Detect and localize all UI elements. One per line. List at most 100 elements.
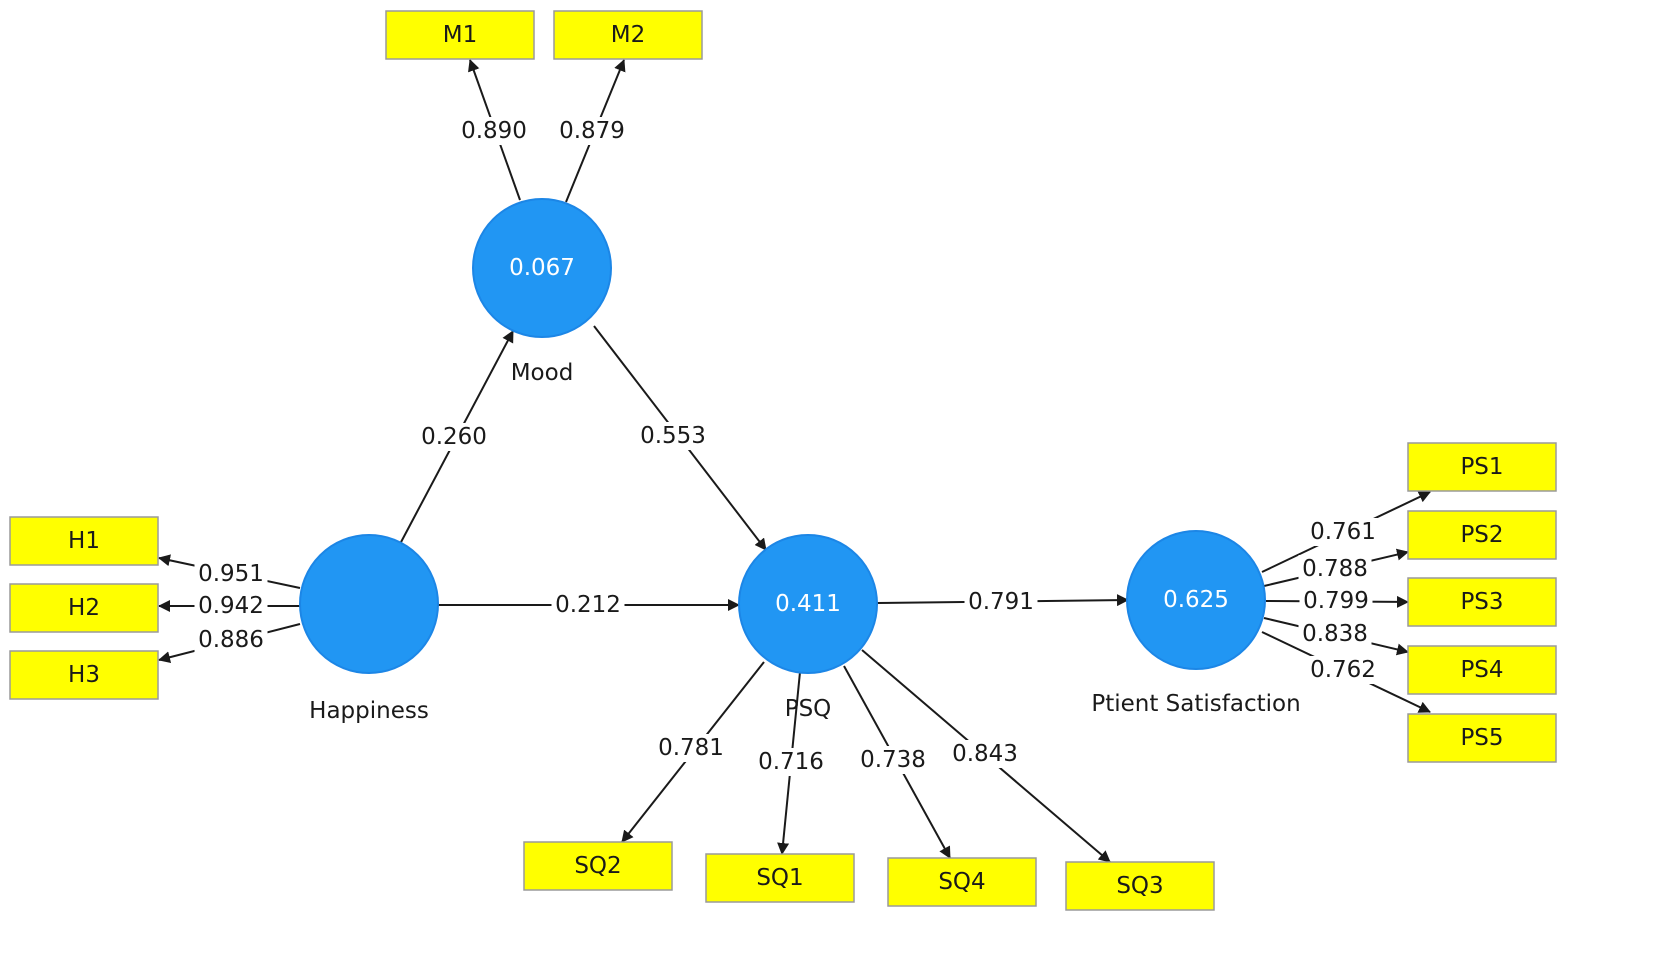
edge-label-group-mood-M1: 0.890 [457, 117, 531, 145]
indicator-PS3[interactable]: PS3 [1407, 577, 1557, 627]
edge-label-bg-psq-ptient_satisfaction [964, 588, 1038, 616]
edge-label-group-happiness-H2: 0.942 [194, 592, 268, 620]
indicator-box-M2[interactable] [553, 10, 703, 60]
edge-label-bg-ptient_satisfaction-PS3 [1299, 587, 1373, 615]
construct-circle-psq[interactable] [738, 534, 878, 674]
indicator-M1[interactable]: M1 [385, 10, 535, 60]
indicator-SQ4[interactable]: SQ4 [887, 857, 1037, 907]
indicator-box-H2[interactable] [9, 583, 159, 633]
edge-label-bg-ptient_satisfaction-PS5 [1306, 656, 1380, 684]
edge-label-ptient_satisfaction-PS2: 0.788 [1302, 556, 1368, 582]
construct-circle-ptient_satisfaction[interactable] [1126, 530, 1266, 670]
edge-label-psq-SQ3: 0.843 [952, 741, 1018, 767]
edge-label-group-happiness-H3: 0.886 [194, 626, 268, 654]
indicator-box-PS5[interactable] [1407, 713, 1557, 763]
indicator-PS1[interactable]: PS1 [1407, 442, 1557, 492]
edge-label-ptient_satisfaction-PS5: 0.762 [1310, 657, 1376, 683]
indicator-box-PS4[interactable] [1407, 645, 1557, 695]
edge-label-happiness-mood: 0.260 [421, 424, 487, 450]
edge-label-bg-mood-psq [636, 422, 710, 450]
indicator-M2[interactable]: M2 [553, 10, 703, 60]
indicator-box-H3[interactable] [9, 650, 159, 700]
edge-label-bg-psq-SQ2 [654, 734, 728, 762]
indicator-box-SQ3[interactable] [1065, 861, 1215, 911]
edge-label-bg-ptient_satisfaction-PS4 [1298, 620, 1372, 648]
construct-value-ptient_satisfaction: 0.625 [1163, 587, 1229, 613]
edge-label-psq-ptient_satisfaction: 0.791 [968, 589, 1034, 615]
indicator-box-SQ2[interactable] [523, 841, 673, 891]
edge-label-mood-M1: 0.890 [461, 118, 527, 144]
indicator-PS4[interactable]: PS4 [1407, 645, 1557, 695]
indicator-SQ1[interactable]: SQ1 [705, 853, 855, 903]
edge-label-group-happiness-H1: 0.951 [194, 560, 268, 588]
edge-label-bg-happiness-H1 [194, 560, 268, 588]
edge-label-bg-psq-SQ4 [856, 746, 930, 774]
construct-name-ptient_satisfaction: Ptient Satisfaction [1091, 691, 1300, 717]
indicator-H3[interactable]: H3 [9, 650, 159, 700]
edge-label-psq-SQ4: 0.738 [860, 747, 926, 773]
edge-label-happiness-H2: 0.942 [198, 593, 264, 619]
construct-circle-mood[interactable] [472, 198, 612, 338]
edge-label-mood-M2: 0.879 [559, 118, 625, 144]
indicator-label-SQ1: SQ1 [756, 865, 803, 891]
edge-label-bg-mood-M1 [457, 117, 531, 145]
indicator-H1[interactable]: H1 [9, 516, 159, 566]
construct-value-mood: 0.067 [509, 255, 575, 281]
edge-label-bg-happiness-psq [551, 591, 625, 619]
edge-label-ptient_satisfaction-PS1: 0.761 [1310, 519, 1376, 545]
edge-label-group-ptient_satisfaction-PS5: 0.762 [1306, 656, 1380, 684]
edge-label-group-ptient_satisfaction-PS2: 0.788 [1298, 555, 1372, 583]
indicator-box-M1[interactable] [385, 10, 535, 60]
edge-label-happiness-H1: 0.951 [198, 561, 264, 587]
indicator-box-PS2[interactable] [1407, 510, 1557, 560]
indicator-label-PS5: PS5 [1460, 725, 1503, 751]
indicator-box-PS3[interactable] [1407, 577, 1557, 627]
edge-label-ptient_satisfaction-PS3: 0.799 [1303, 588, 1369, 614]
edges-layer [158, 59, 1431, 863]
indicator-label-H1: H1 [68, 528, 100, 554]
edge-label-group-mood-psq: 0.553 [636, 422, 710, 450]
indicator-box-SQ1[interactable] [705, 853, 855, 903]
edge-label-group-psq-SQ4: 0.738 [856, 746, 930, 774]
indicator-PS2[interactable]: PS2 [1407, 510, 1557, 560]
indicator-label-M1: M1 [443, 22, 477, 48]
construct-circle-happiness[interactable] [299, 534, 439, 674]
indicator-H2[interactable]: H2 [9, 583, 159, 633]
edge-label-bg-happiness-H2 [194, 592, 268, 620]
indicator-box-PS1[interactable] [1407, 442, 1557, 492]
edge-label-psq-SQ1: 0.716 [758, 749, 824, 775]
edge-label-group-ptient_satisfaction-PS3: 0.799 [1299, 587, 1373, 615]
indicator-label-H2: H2 [68, 595, 100, 621]
edge-label-bg-happiness-H3 [194, 626, 268, 654]
edge-label-mood-psq: 0.553 [640, 423, 706, 449]
edge-label-bg-psq-SQ1 [754, 748, 828, 776]
construct-value-psq: 0.411 [775, 591, 841, 617]
indicator-PS5[interactable]: PS5 [1407, 713, 1557, 763]
edge-label-bg-mood-M2 [555, 117, 629, 145]
edge-label-group-psq-SQ1: 0.716 [754, 748, 828, 776]
construct-happiness[interactable]: Happiness [299, 534, 439, 724]
edge-label-happiness-H3: 0.886 [198, 627, 264, 653]
indicator-SQ2[interactable]: SQ2 [523, 841, 673, 891]
indicator-label-SQ3: SQ3 [1116, 873, 1163, 899]
edge-label-ptient_satisfaction-PS4: 0.838 [1302, 621, 1368, 647]
construct-name-mood: Mood [511, 360, 574, 386]
edge-label-group-happiness-psq: 0.212 [551, 591, 625, 619]
edge-label-happiness-psq: 0.212 [555, 592, 621, 618]
edge-label-group-psq-ptient_satisfaction: 0.791 [964, 588, 1038, 616]
edge-label-psq-SQ2: 0.781 [658, 735, 724, 761]
indicator-box-SQ4[interactable] [887, 857, 1037, 907]
indicator-label-H3: H3 [68, 662, 100, 688]
indicator-box-H1[interactable] [9, 516, 159, 566]
construct-name-happiness: Happiness [309, 698, 429, 724]
edge-label-group-psq-SQ2: 0.781 [654, 734, 728, 762]
indicator-label-PS2: PS2 [1460, 522, 1503, 548]
indicator-SQ3[interactable]: SQ3 [1065, 861, 1215, 911]
indicator-label-PS3: PS3 [1460, 589, 1503, 615]
